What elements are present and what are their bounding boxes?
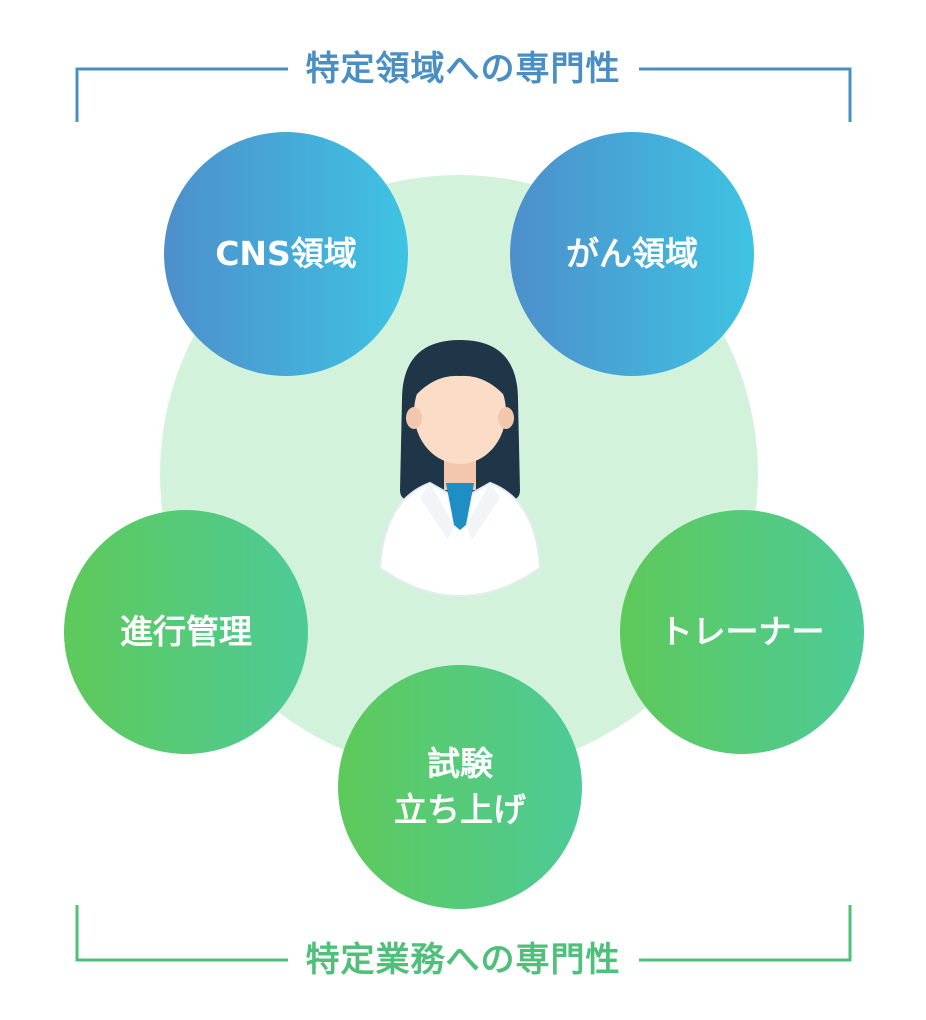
doctor-icon (378, 340, 542, 598)
bubble-cns: CNS領域 (164, 132, 408, 376)
bubble-progress-label: 進行管理 (120, 612, 252, 651)
top-heading: 特定領域への専門性 (0, 49, 926, 89)
bubble-trainer: トレーナー (620, 510, 864, 754)
top-heading-text: 特定領域への専門性 (287, 49, 639, 89)
bubble-progress: 進行管理 (64, 510, 308, 754)
bubble-cns-label: CNS領域 (215, 234, 357, 273)
bubble-trial-setup: 試験 立ち上げ (338, 665, 582, 909)
bubble-trainer-label: トレーナー (659, 612, 825, 651)
bubble-cancer-label: がん領域 (566, 234, 698, 273)
bottom-heading-text: 特定業務への専門性 (287, 940, 639, 980)
bubble-trial-setup-label: 試験 立ち上げ (394, 744, 526, 829)
bubble-cancer: がん領域 (510, 132, 754, 376)
bottom-heading: 特定業務への専門性 (0, 940, 926, 980)
